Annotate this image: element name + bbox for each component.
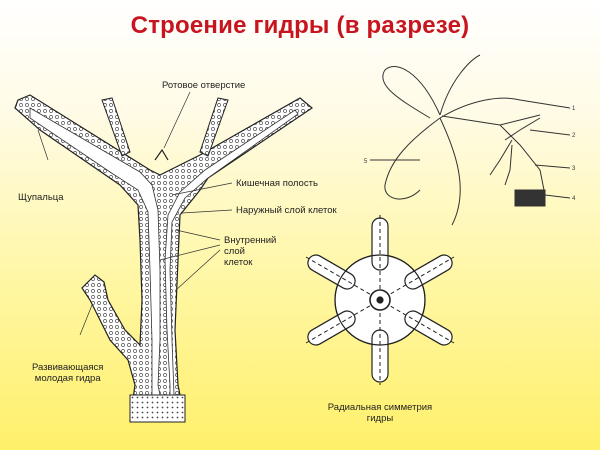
- hydra-section: [14, 94, 313, 423]
- label-bud-line1: Развивающаяся: [32, 362, 104, 373]
- mark-2: 2: [572, 133, 576, 139]
- label-radial-symmetry: Радиальная симметрия гидры: [320, 402, 440, 424]
- label-outer-layer: Наружный слой клеток: [236, 205, 337, 216]
- label-inner-layer-line1: Внутренний: [224, 235, 277, 246]
- hydra-base: [129, 394, 186, 423]
- label-radial-symmetry-line2: гидры: [366, 413, 394, 424]
- small-figure-marks: 1 2 3 4 5: [364, 106, 576, 202]
- label-tentacles: Щупальца: [18, 192, 64, 203]
- mark-3: 3: [572, 166, 576, 172]
- radial-symmetry-diagram: [305, 215, 455, 385]
- label-radial-symmetry-line1: Радиальная симметрия: [327, 402, 433, 413]
- tentacle-middle-left: [101, 97, 131, 157]
- gut-cavity: [29, 107, 299, 406]
- mark-4: 4: [572, 196, 576, 202]
- mouth-opening: [154, 148, 169, 161]
- label-bud: Развивающаяся молодая гидра: [32, 362, 103, 384]
- label-inner-layer-line3: клеток: [224, 257, 253, 268]
- label-inner-layer-line2: слой: [224, 246, 245, 257]
- mark-1: 1: [572, 106, 576, 112]
- label-inner-layer: Внутренний слой клеток: [224, 235, 276, 268]
- hydra-whole-sketch: [370, 54, 571, 226]
- slide-title: Строение гидры (в разрезе): [130, 12, 470, 39]
- label-mouth: Ротовое отверстие: [162, 80, 246, 91]
- label-gut-cavity: Кишечная полость: [236, 178, 318, 189]
- label-bud-line2: молодая гидра: [34, 373, 101, 384]
- mark-5: 5: [364, 159, 368, 165]
- leader-lines: [37, 91, 233, 336]
- hydra-body-wall: [14, 94, 313, 421]
- tentacle-middle-right: [199, 97, 229, 157]
